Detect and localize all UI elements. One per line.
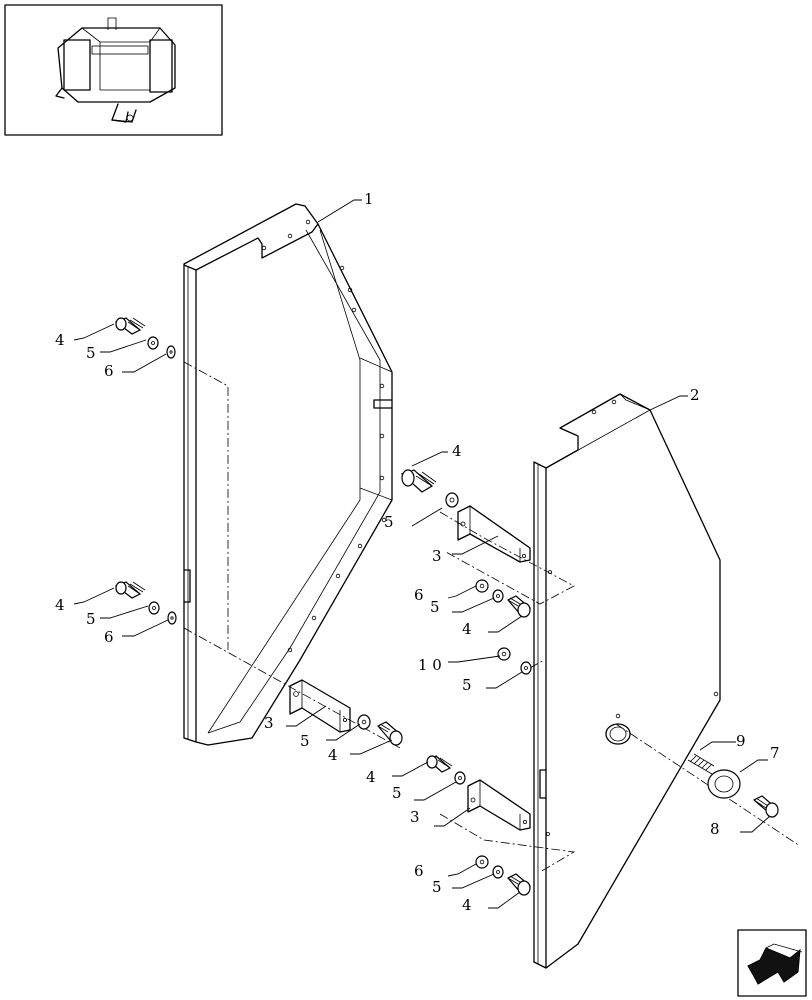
fastener-group-item-10 <box>497 647 532 675</box>
fastener-group-lower-center <box>357 714 403 746</box>
latch-assembly <box>687 753 779 818</box>
callout-5-g: 5 <box>392 784 402 802</box>
callout-5-f: 5 <box>300 732 310 750</box>
callout-4-c: 4 <box>452 442 462 460</box>
fastener-group-middle-right <box>475 579 532 618</box>
bracket-lower-right <box>467 779 531 831</box>
callout-1: 1 <box>364 190 374 208</box>
left-side-panel <box>183 203 393 746</box>
callout-6-d: 6 <box>414 862 424 880</box>
fastener-group-bottom-right <box>475 855 532 896</box>
callout-5-a: 5 <box>86 344 96 362</box>
bolt-upper-middle <box>400 469 459 508</box>
fastener-group-upper-left <box>114 317 176 359</box>
bracket-lower-left <box>289 679 351 733</box>
callout-leaders <box>73 199 771 909</box>
callout-3-a: 3 <box>432 547 442 565</box>
bracket-upper <box>457 505 531 563</box>
callout-3-c: 3 <box>410 808 420 826</box>
callout-4-d: 4 <box>462 620 472 638</box>
callout-10: 1 0 <box>418 656 442 674</box>
callout-5-b: 5 <box>86 610 96 628</box>
callout-8: 8 <box>710 820 720 838</box>
callout-2: 2 <box>690 386 700 404</box>
callout-4-a: 4 <box>55 331 65 349</box>
callout-5-c: 5 <box>384 513 394 531</box>
callout-3-b: 3 <box>264 714 274 732</box>
callout-4-f: 4 <box>366 768 376 786</box>
callout-4-b: 4 <box>55 596 65 614</box>
fastener-group-lower-left <box>114 581 177 625</box>
callout-6-b: 6 <box>104 628 114 646</box>
callout-5-e: 5 <box>462 676 472 694</box>
callout-4-e: 4 <box>328 746 338 764</box>
callout-7: 7 <box>770 744 780 762</box>
callout-5-h: 5 <box>432 878 442 896</box>
callout-5-d: 5 <box>430 598 440 616</box>
baler-thumbnail-icon <box>4 4 223 136</box>
next-page-arrow-icon[interactable] <box>737 929 807 997</box>
callout-6-c: 6 <box>414 586 424 604</box>
assembly-guide-lines <box>183 361 801 873</box>
callout-9: 9 <box>736 732 746 750</box>
callout-4-g: 4 <box>462 896 472 914</box>
fastener-group-lower-middle <box>426 755 466 785</box>
callout-labels: 1 2 4 5 6 4 5 6 4 5 3 6 5 4 1 0 5 3 5 4 … <box>55 190 780 914</box>
right-side-panel <box>533 393 721 969</box>
callout-6-a: 6 <box>104 362 114 380</box>
